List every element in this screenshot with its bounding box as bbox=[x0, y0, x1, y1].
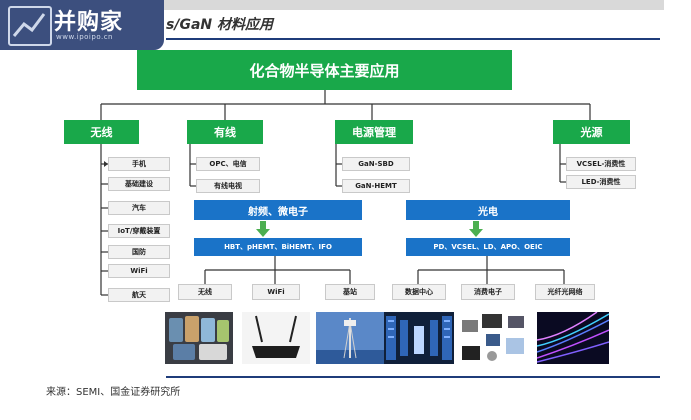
wireless-item: WiFi bbox=[108, 264, 170, 278]
router-image bbox=[242, 312, 310, 364]
wired-item: OPC、电信 bbox=[196, 157, 260, 171]
phones-image bbox=[165, 312, 233, 364]
opto-output: 消费电子 bbox=[461, 284, 515, 300]
wired-item: 有线电视 bbox=[196, 179, 260, 193]
wireless-item: 基础建设 bbox=[108, 177, 170, 191]
power-item: GaN-HEMT bbox=[342, 179, 410, 193]
category-light: 光源 bbox=[553, 120, 630, 144]
category-wireless: 无线 bbox=[64, 120, 139, 144]
figure-subtitle: s/GaN 材料应用 bbox=[166, 17, 273, 33]
category-wired: 有线 bbox=[187, 120, 263, 144]
wireless-item: 航天 bbox=[108, 288, 170, 302]
down-arrow-icon bbox=[469, 221, 483, 237]
fiber-optic-image bbox=[537, 312, 609, 364]
wireless-item: 手机 bbox=[108, 157, 170, 171]
opto-output: 光纤光网络 bbox=[535, 284, 595, 300]
opto-output: 数据中心 bbox=[392, 284, 446, 300]
footer-rule bbox=[166, 376, 660, 378]
root-node: 化合物半导体主要应用 bbox=[137, 50, 512, 90]
wireless-item: IoT/穿戴装置 bbox=[108, 224, 170, 238]
consumer-electronics-image bbox=[458, 312, 528, 364]
watermark-name: 并购家 bbox=[54, 10, 124, 35]
wireless-item: 国防 bbox=[108, 245, 170, 259]
category-power: 电源管理 bbox=[335, 120, 413, 144]
header-rule bbox=[166, 38, 660, 40]
rf-output: 无线 bbox=[178, 284, 232, 300]
watermark-url: www.ipoipo.cn bbox=[56, 33, 113, 41]
opto-header: 光电 bbox=[406, 200, 570, 220]
rf-devices: HBT、pHEMT、BiHEMT、IFO bbox=[194, 238, 362, 256]
light-item: VCSEL-消费性 bbox=[566, 157, 636, 171]
rf-header: 射频、微电子 bbox=[194, 200, 362, 220]
rf-output: WiFi bbox=[252, 284, 300, 300]
rf-output: 基站 bbox=[325, 284, 375, 300]
opto-devices: PD、VCSEL、LD、APO、OEIC bbox=[406, 238, 570, 256]
header-strip bbox=[164, 0, 664, 10]
data-center-image bbox=[384, 312, 454, 364]
down-arrow-icon bbox=[256, 221, 270, 237]
watermark-logo: 并购家 www.ipoipo.cn bbox=[0, 0, 164, 50]
chart-icon bbox=[8, 6, 52, 46]
light-item: LED-消费性 bbox=[566, 175, 636, 189]
power-item: GaN-SBD bbox=[342, 157, 410, 171]
base-station-image bbox=[316, 312, 384, 364]
wireless-item: 汽车 bbox=[108, 201, 170, 215]
source-note: 来源：SEMI、国金证券研究所 bbox=[46, 387, 181, 398]
